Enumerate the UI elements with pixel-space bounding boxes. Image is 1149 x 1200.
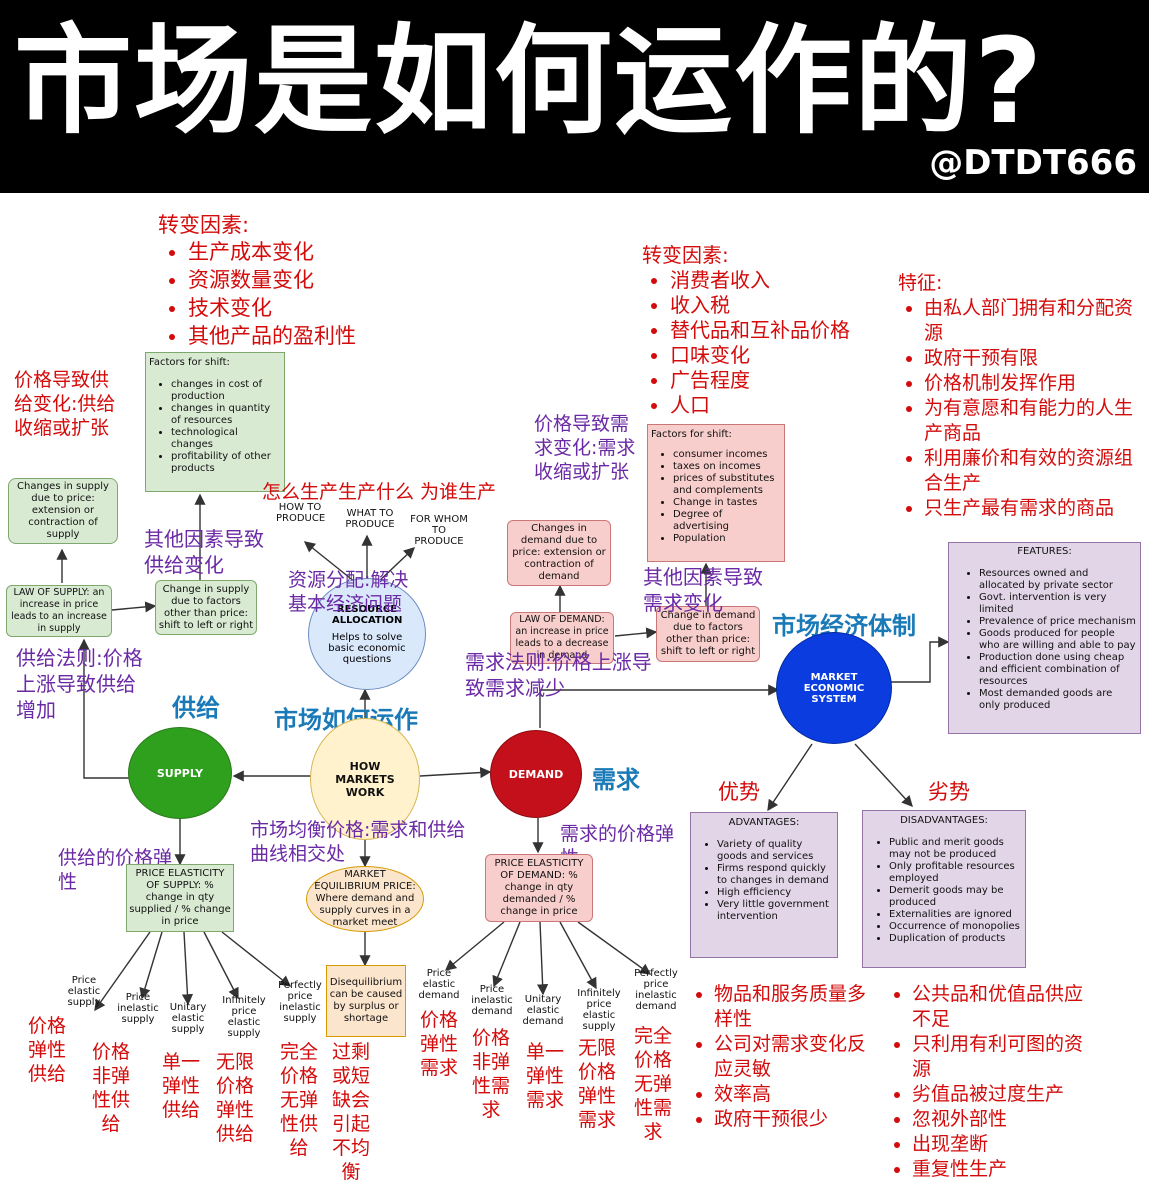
price-demand-change-cn: 价格导致需求变化:需求收缩或扩张 — [534, 413, 636, 483]
supply-type-label: Unitary elastic supply — [169, 1002, 207, 1035]
demand-cn: 需求 — [592, 766, 640, 794]
supply-factors-box: Factors for shift: changes in cost of pr… — [145, 352, 285, 492]
equilibrium-cn: 市场均衡价格:需求和供给曲线相交处 — [250, 819, 466, 865]
supply-type-cn: 单一弹性供给 — [161, 1051, 200, 1121]
law-supply-cn: 供给法则:价格上涨导致供给增加 — [16, 646, 143, 722]
market-economic-system-circle: MARKET ECONOMIC SYSTEM — [776, 632, 892, 744]
allocation-cn: 资源分配:解决基本经济问题 — [288, 569, 409, 615]
demand-factors-box: Factors for shift: consumer incomes taxe… — [647, 424, 785, 562]
supply-type-cn: 完全价格无弹性供给 — [279, 1041, 318, 1159]
demand-change-other-box: Change in demand due to factors other th… — [656, 606, 760, 662]
demand-type-label: Unitary elastic demand — [522, 994, 564, 1027]
supply-shift-cn: 转变因素: 生产成本变化 资源数量变化 技术变化 其他产品的盈利性 — [158, 212, 356, 350]
supply-change-price-box: Changes in supply due to price: extensio… — [8, 478, 118, 544]
advantages-cn: 优势 — [718, 780, 760, 804]
disadvantages-list-cn: 公共品和优值品供应不足 只利用有利可图的资源 劣值品被过度生产 忽视外部性 出现… — [886, 982, 1096, 1182]
header-banner: 市场是如何运作的? @DTDT666 — [0, 0, 1149, 193]
resource-allocation-circle: RESOURCE ALLOCATION Helps to solve basic… — [308, 578, 426, 690]
demand-type-label: Price inelastic demand — [471, 984, 513, 1017]
how-what-whom-cn: 怎么生产生产什么 为谁生产 — [262, 481, 497, 503]
supply-type-label: Infinitely price elastic supply — [222, 995, 266, 1039]
disadvantages-cn: 劣势 — [928, 780, 970, 804]
how-markets-work-circle: HOW MARKETS WORK — [310, 718, 420, 840]
demand-change-price-box: Changes in demand due to price: extensio… — [507, 520, 611, 586]
advantages-box: ADVANTAGES: Variety of quality goods and… — [690, 812, 838, 958]
question-how: HOW TO PRODUCE — [276, 502, 326, 524]
supply-type-label: Perfectly price inelastic supply — [278, 980, 322, 1024]
demand-type-label: Infinitely price elastic supply — [577, 988, 621, 1032]
demand-circle: DEMAND — [490, 730, 582, 818]
supply-type-cn: 价格弹性供给 — [27, 1015, 66, 1085]
demand-shift-cn: 转变因素: 消费者收入 收入税 替代品和互补品价格 口味变化 广告程度 人口 — [642, 243, 850, 418]
ped-box: PRICE ELASTICITY OF DEMAND: % change in … — [485, 854, 593, 922]
supply-cn: 供给 — [172, 694, 220, 722]
demand-type-label: Price elastic demand — [418, 968, 460, 1001]
advantages-list-cn: 物品和服务质量多样性 公司对需求变化反应灵敏 效率高 政府干预很少 — [688, 982, 878, 1132]
disequilibrium-box: Disequilibrium can be caused by surplus … — [326, 965, 406, 1037]
disequilibrium-cn: 过剩或短缺会引起不均衡 — [331, 1041, 370, 1183]
question-whom: FOR WHOM TO PRODUCE — [410, 514, 468, 547]
page-title: 市场是如何运作的? — [14, 12, 1045, 150]
demand-type-cn: 完全价格无弹性需求 — [633, 1025, 672, 1143]
demand-type-cn: 单一弹性需求 — [525, 1041, 564, 1111]
supply-type-cn: 价格非弹性供给 — [91, 1041, 130, 1135]
supply-type-label: Price inelastic supply — [117, 992, 159, 1025]
question-what: WHAT TO PRODUCE — [345, 508, 395, 530]
other-supply-cn: 其他因素导致供给变化 — [144, 527, 264, 577]
demand-type-label: Perfectly price inelastic demand — [634, 968, 678, 1012]
equilibrium-ellipse: MARKET EQUILIBRIUM PRICE: Where demand a… — [306, 866, 424, 932]
features-cn: 特征: 由私人部门拥有和分配资源 政府干预有限 价格机制发挥作用 为有意愿和有能… — [898, 271, 1148, 521]
features-box: FEATURES: Resources owned and allocated … — [948, 542, 1141, 734]
author-handle: @DTDT666 — [929, 143, 1137, 183]
other-demand-cn: 其他因素导致需求变化 — [643, 565, 763, 615]
pes-box: PRICE ELASTICITY OF SUPPLY: % change in … — [126, 864, 234, 932]
demand-type-cn: 价格弹性需求 — [419, 1009, 458, 1079]
supply-change-other-box: Change in supply due to factors other th… — [155, 580, 257, 635]
demand-type-cn: 无限价格弹性需求 — [577, 1037, 616, 1131]
law-demand-cn: 需求法则:价格上涨导致需求减少 — [465, 650, 652, 700]
supply-type-label: Price elastic supply — [67, 975, 101, 1008]
supply-type-cn: 无限价格弹性供给 — [215, 1051, 254, 1145]
demand-type-cn: 价格非弹性需求 — [471, 1027, 510, 1121]
pes-cn: 供给的价格弹性 — [58, 847, 173, 893]
price-supply-change-cn: 价格导致供给变化:供给收缩或扩张 — [14, 369, 116, 439]
law-demand-box: LAW OF DEMAND: an increase in price lead… — [510, 612, 614, 664]
disadvantages-box: DISADVANTAGES: Public and merit goods ma… — [862, 810, 1026, 968]
supply-circle: SUPPLY — [128, 727, 232, 819]
law-supply-box: LAW OF SUPPLY: an increase in price lead… — [6, 585, 112, 637]
